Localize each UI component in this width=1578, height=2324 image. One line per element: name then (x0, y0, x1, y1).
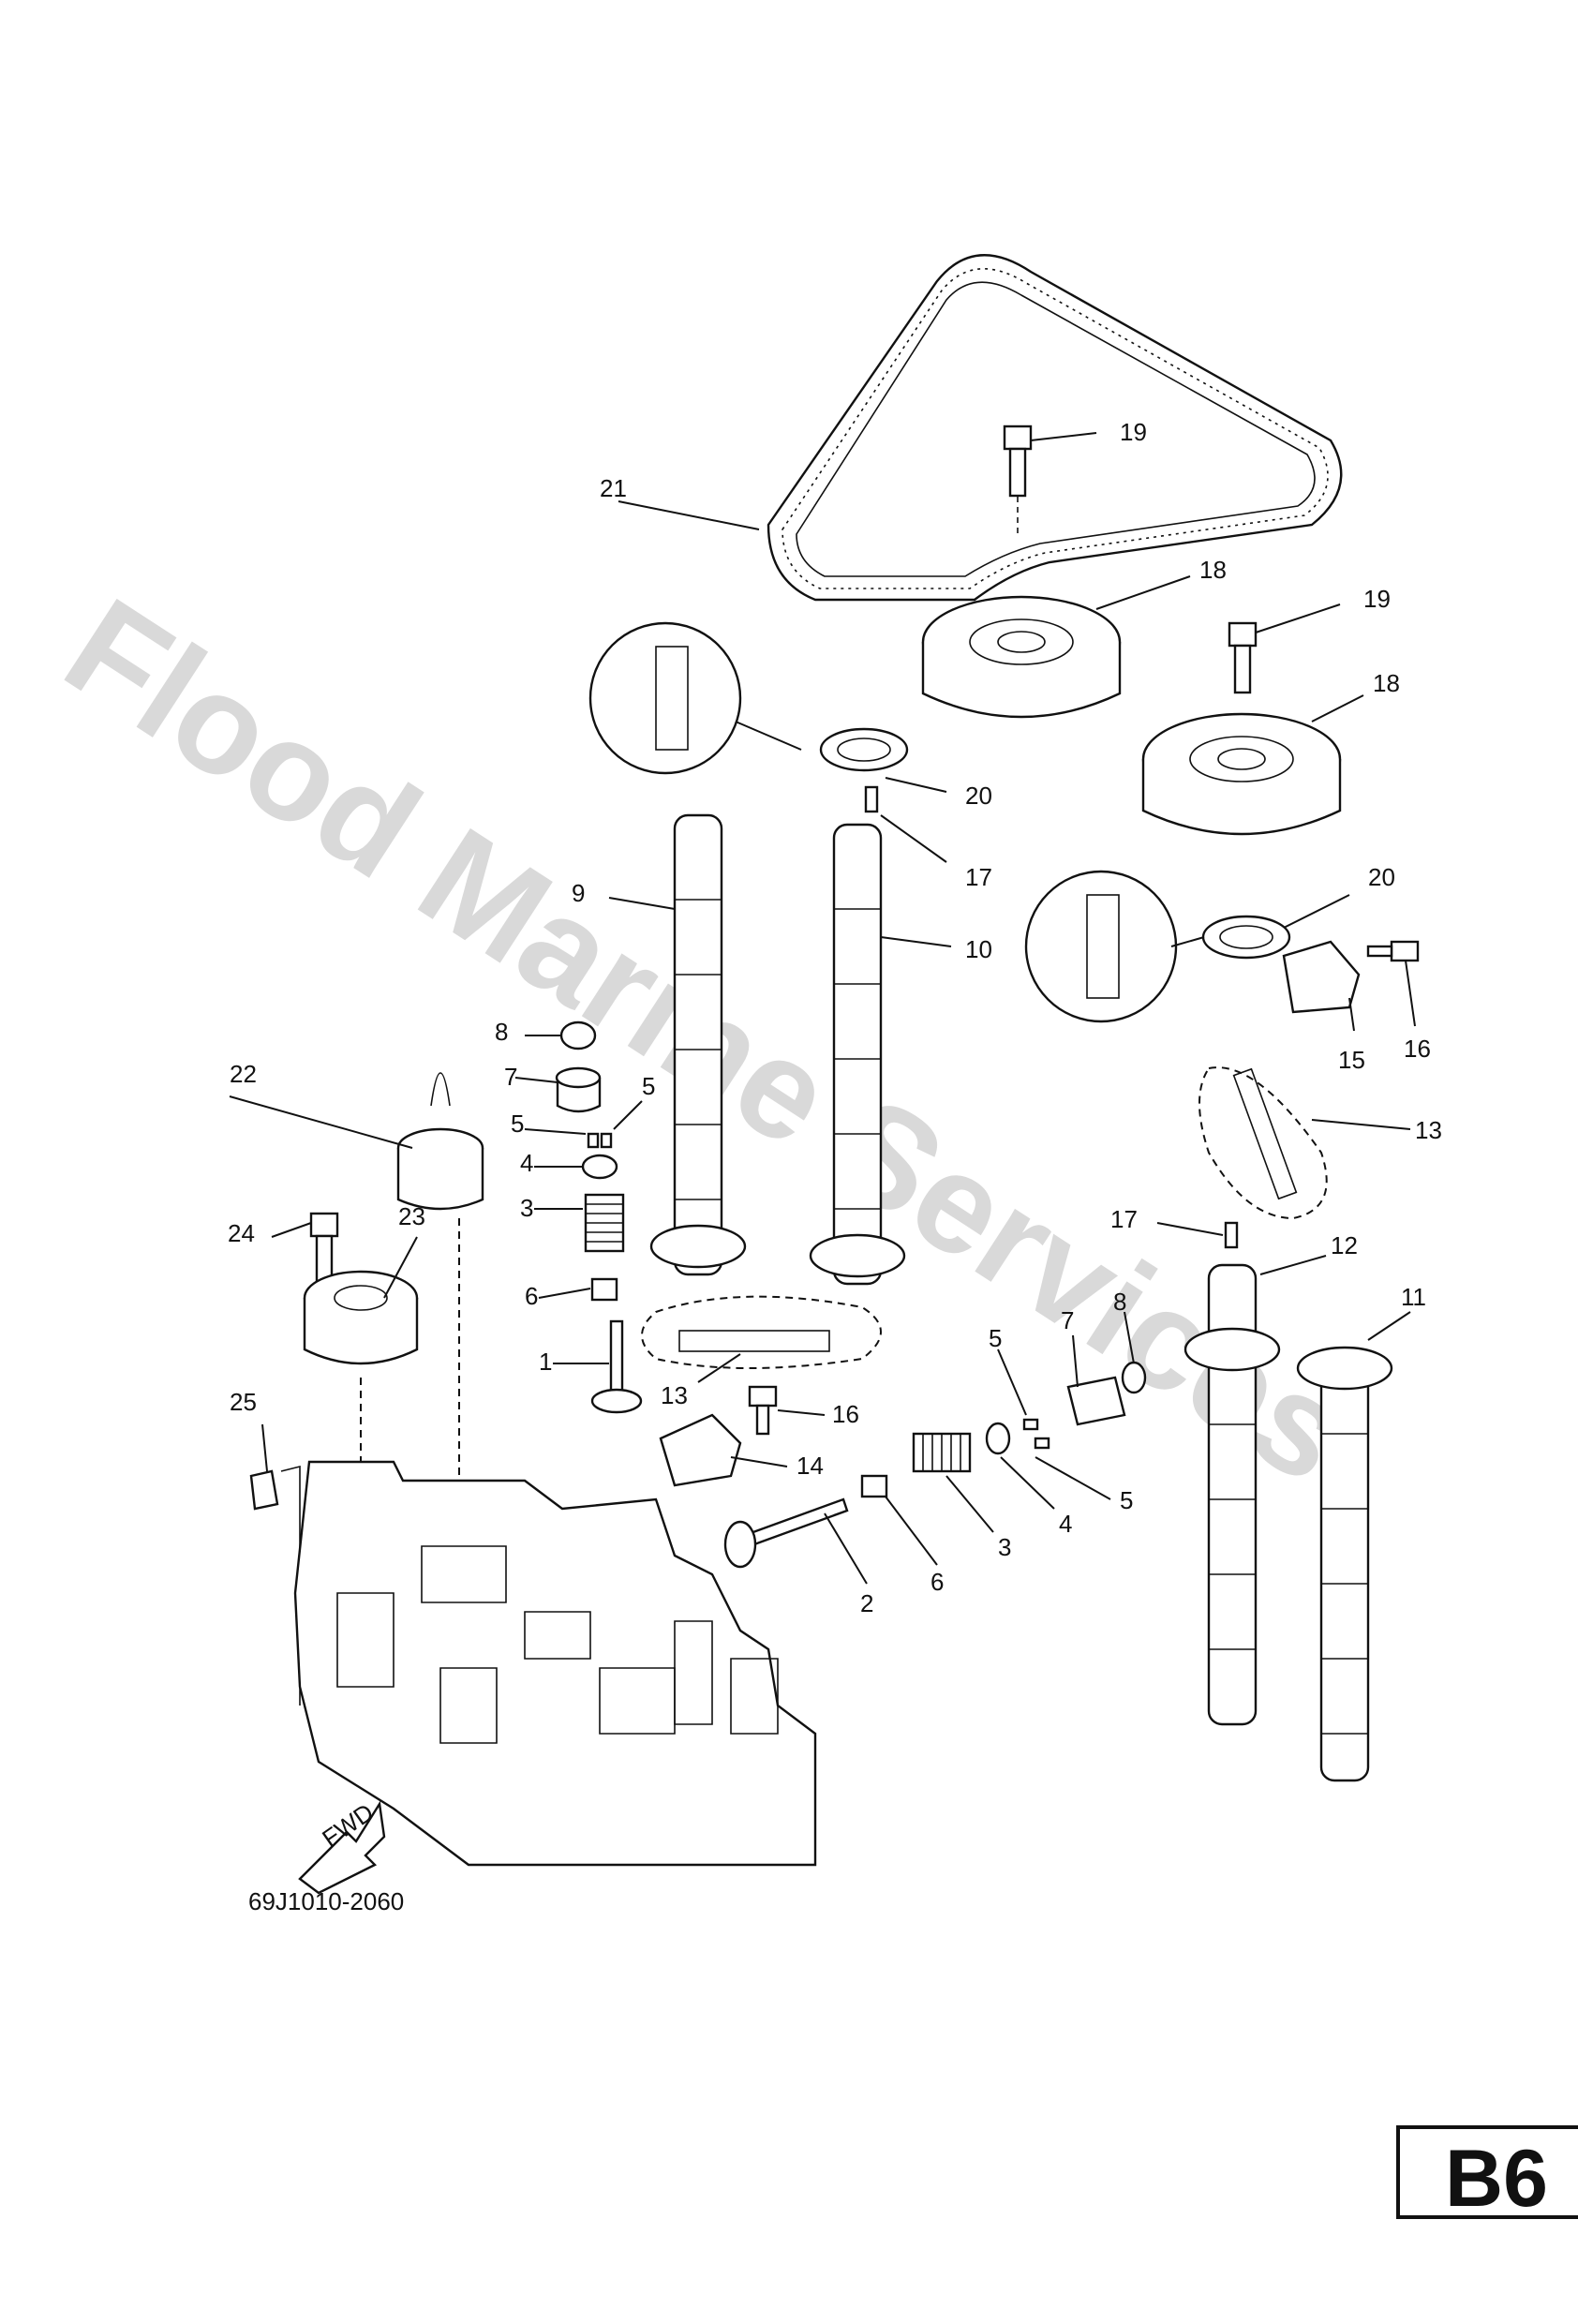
callouts: 21 19 19 18 18 20 20 17 17 9 10 8 8 7 7 … (228, 418, 1442, 1617)
valve-keeper (587, 1132, 1050, 1450)
callout-8: 8 (1113, 1288, 1126, 1316)
callout-14: 14 (796, 1452, 824, 1480)
callout-13: 13 (661, 1381, 688, 1409)
callout-5: 5 (989, 1324, 1002, 1352)
callout-5: 5 (1120, 1486, 1133, 1514)
timing-belt (767, 254, 1343, 602)
valve-spring-2 (912, 1432, 972, 1473)
timing-chain (641, 1295, 882, 1369)
valve-spring (584, 1193, 625, 1253)
callout-8: 8 (495, 1018, 508, 1046)
chain-tensioner (659, 1413, 742, 1487)
oil-seal (588, 621, 909, 775)
callout-5: 5 (642, 1072, 655, 1100)
valve-seat (581, 1154, 1011, 1455)
forward-arrow-icon: FWD (298, 1797, 386, 1895)
valve-lifter (555, 1066, 1126, 1426)
cylinder-block (293, 1460, 817, 1867)
callout-4: 4 (520, 1149, 533, 1177)
camshaft-11 (1296, 1346, 1393, 1782)
callout-23: 23 (398, 1202, 425, 1230)
callout-20: 20 (965, 782, 992, 810)
callout-7: 7 (1061, 1306, 1074, 1334)
callout-5: 5 (511, 1110, 524, 1138)
callout-24: 24 (228, 1219, 255, 1247)
callout-4: 4 (1059, 1510, 1072, 1538)
callout-21: 21 (600, 474, 627, 502)
oil-seal-2 (1024, 870, 1291, 1023)
valve-shim (559, 1020, 1147, 1394)
callout-3: 3 (998, 1533, 1011, 1561)
callout-17: 17 (965, 863, 992, 891)
callout-11: 11 (1401, 1283, 1426, 1311)
callout-19: 19 (1120, 418, 1147, 446)
chain-tensioner-2 (1282, 940, 1361, 1014)
callout-15: 15 (1338, 1046, 1365, 1074)
camshaft-pulley (921, 595, 1122, 719)
page-id-box: B6 (1396, 2125, 1578, 2224)
camshaft-10 (809, 823, 906, 1286)
page-id: B6 (1445, 2134, 1548, 2224)
pulley-bolt-2 (1228, 621, 1258, 694)
callout-2: 2 (860, 1589, 873, 1617)
callout-3: 3 (520, 1194, 533, 1222)
callout-6: 6 (525, 1282, 538, 1310)
callout-7: 7 (504, 1063, 517, 1091)
timing-chain-2 (1198, 1066, 1328, 1220)
leaders (229, 432, 1416, 1585)
valve-intake (590, 1319, 643, 1414)
callout-18: 18 (1373, 669, 1400, 697)
callout-9: 9 (572, 879, 585, 907)
valve-exhaust (723, 1497, 849, 1569)
callout-20: 20 (1368, 863, 1395, 891)
callout-10: 10 (965, 935, 992, 963)
callout-19: 19 (1363, 585, 1391, 613)
callout-6: 6 (930, 1568, 944, 1596)
dowel-pin (864, 785, 1239, 1249)
pulley-bolt (1003, 425, 1033, 534)
camshaft-12 (1184, 1263, 1281, 1726)
callout-13: 13 (1415, 1116, 1442, 1144)
callout-18: 18 (1199, 556, 1227, 584)
callout-16: 16 (1404, 1035, 1431, 1063)
woodruff-key (249, 1465, 301, 1706)
callout-25: 25 (230, 1388, 257, 1416)
callout-16: 16 (832, 1400, 859, 1428)
camshaft-pulley-2 (1141, 712, 1342, 836)
callout-12: 12 (1331, 1231, 1358, 1259)
tensioner-bolt (748, 940, 1420, 1436)
valve-stem-seal (590, 1277, 888, 1498)
callout-1: 1 (539, 1348, 552, 1376)
diagram-code: 69J1010-2060 (248, 1887, 404, 1915)
callout-22: 22 (230, 1060, 257, 1088)
callout-17: 17 (1110, 1205, 1138, 1233)
camshaft-9 (649, 813, 747, 1276)
